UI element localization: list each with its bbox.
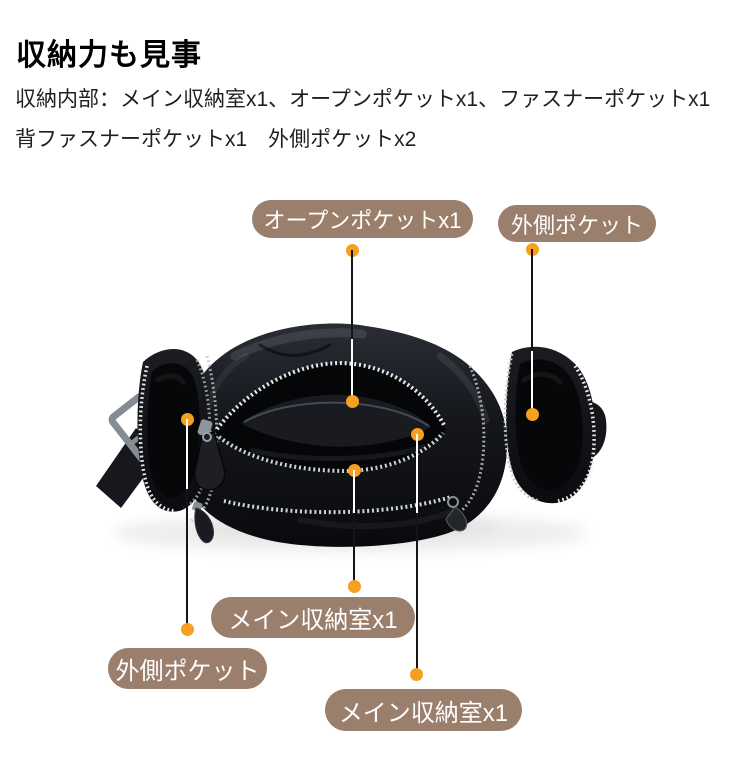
page-title: 収納力も見事	[16, 39, 202, 72]
zipper-teeth	[183, 359, 212, 510]
storage-description-line1: 収納内部：メイン収納室x1、オープンポケットx1、ファスナーポケットx1	[15, 88, 711, 111]
marker-dot	[345, 394, 359, 408]
connector-line	[353, 513, 355, 587]
zipper-teeth	[223, 495, 452, 515]
label-open-pocket: オープンポケットx1	[252, 200, 473, 238]
zipper-pull-main	[193, 419, 226, 491]
connector-line	[416, 513, 418, 674]
connector-line	[416, 434, 418, 513]
zipper-teeth	[138, 365, 176, 513]
zipper-teeth	[503, 353, 541, 503]
storage-description-line2: 背ファスナーポケットx1 外側ポケットx2	[15, 128, 417, 151]
label-main-compartment-mid: メイン収納室x1	[211, 597, 415, 638]
marker-dot	[525, 407, 539, 421]
zipper-pull-bottom	[445, 496, 468, 532]
connector-line	[531, 249, 533, 351]
connector-line	[531, 351, 533, 414]
label-main-compartment-bottom: メイン収納室x1	[325, 689, 522, 731]
label-outer-pocket-left: 外側ポケット	[108, 648, 267, 689]
marker-dot	[180, 622, 194, 636]
storage-description: 収納内部：メイン収納室x1、オープンポケットx1、ファスナーポケットx1 背ファ…	[15, 80, 710, 160]
zipper-teeth	[452, 365, 486, 519]
label-outer-pocket-right: 外側ポケット	[498, 205, 656, 242]
bottom-zipper	[223, 495, 452, 518]
zipper-pull-left	[192, 501, 214, 544]
main-opening	[215, 360, 447, 474]
connector-line	[186, 419, 188, 489]
connector-line	[353, 470, 355, 513]
marker-dot	[409, 667, 423, 681]
zipper-teeth	[215, 360, 447, 431]
marker-dot	[347, 579, 361, 593]
connector-line	[351, 250, 353, 339]
right-outer-pocket	[503, 346, 596, 504]
zipper-teeth	[217, 431, 445, 474]
connector-line	[186, 489, 188, 629]
connector-line	[351, 339, 353, 401]
